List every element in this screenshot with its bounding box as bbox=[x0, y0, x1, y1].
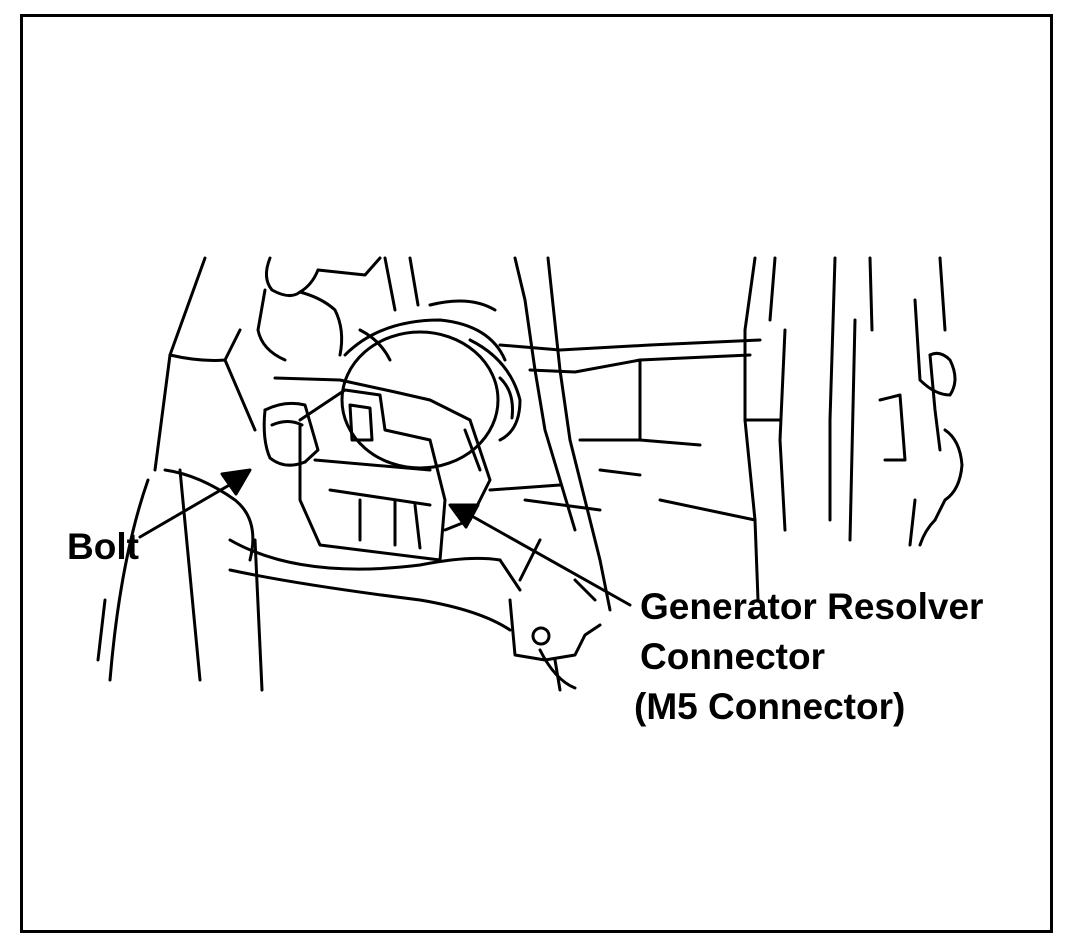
upper-bracket bbox=[256, 256, 420, 362]
generator-resolver-label: Generator Resolver bbox=[640, 586, 984, 627]
housing-left bbox=[96, 256, 264, 692]
diagram-border bbox=[20, 14, 1053, 933]
bolt-arrow bbox=[138, 468, 252, 539]
m5-connector-label: (M5 Connector) bbox=[634, 686, 906, 727]
connector-body bbox=[340, 299, 522, 470]
connector-arrow bbox=[448, 503, 632, 607]
bolt-head bbox=[262, 401, 320, 467]
bolt-label: Bolt bbox=[67, 526, 139, 567]
housing-right bbox=[488, 256, 964, 612]
connector-label: Connector bbox=[640, 636, 825, 677]
lower-plate bbox=[228, 538, 602, 692]
connector-plug bbox=[273, 376, 492, 562]
